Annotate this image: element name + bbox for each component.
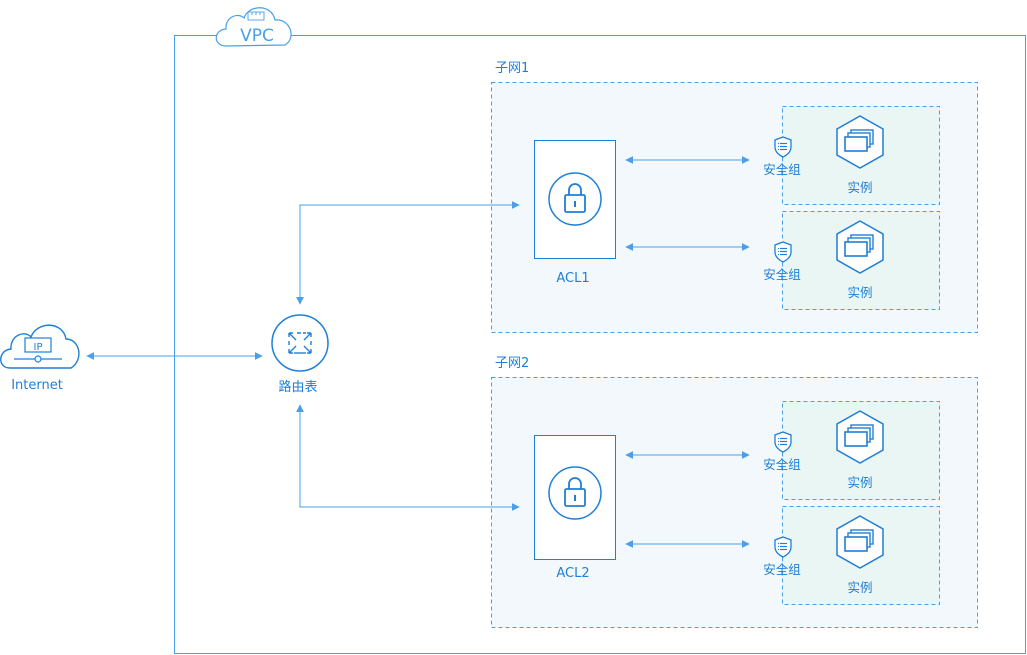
vpc-frame — [174, 35, 1026, 654]
lock-icon — [548, 466, 602, 520]
router-label: 路由表 — [278, 379, 317, 395]
instance-label: 实例 — [847, 475, 872, 490]
instance-label: 实例 — [847, 180, 872, 195]
internet-label: Internet — [11, 378, 63, 393]
security-group-label: 安全组 — [763, 267, 801, 282]
acl-1-label: ACL1 — [556, 271, 589, 286]
instance-label: 实例 — [847, 580, 872, 595]
subnet-2-label: 子网2 — [495, 356, 529, 371]
router-acl-1-link — [296, 201, 520, 305]
router-acl-2-link — [296, 404, 520, 511]
ip-label: IP — [34, 342, 43, 353]
subnet-1-label: 子网1 — [495, 61, 529, 76]
security-group-label: 安全组 — [763, 457, 801, 472]
vpc-cloud-icon — [215, 7, 292, 47]
acl-2-label: ACL2 — [556, 566, 589, 581]
security-group-label: 安全组 — [763, 162, 801, 177]
acl-1-box — [534, 140, 616, 259]
security-group-label: 安全组 — [763, 562, 801, 577]
internet-cloud-icon — [0, 324, 80, 369]
lock-icon — [548, 172, 602, 226]
instance-label: 实例 — [847, 285, 872, 300]
router-icon — [271, 314, 329, 372]
vpc-label: VPC — [240, 26, 274, 46]
